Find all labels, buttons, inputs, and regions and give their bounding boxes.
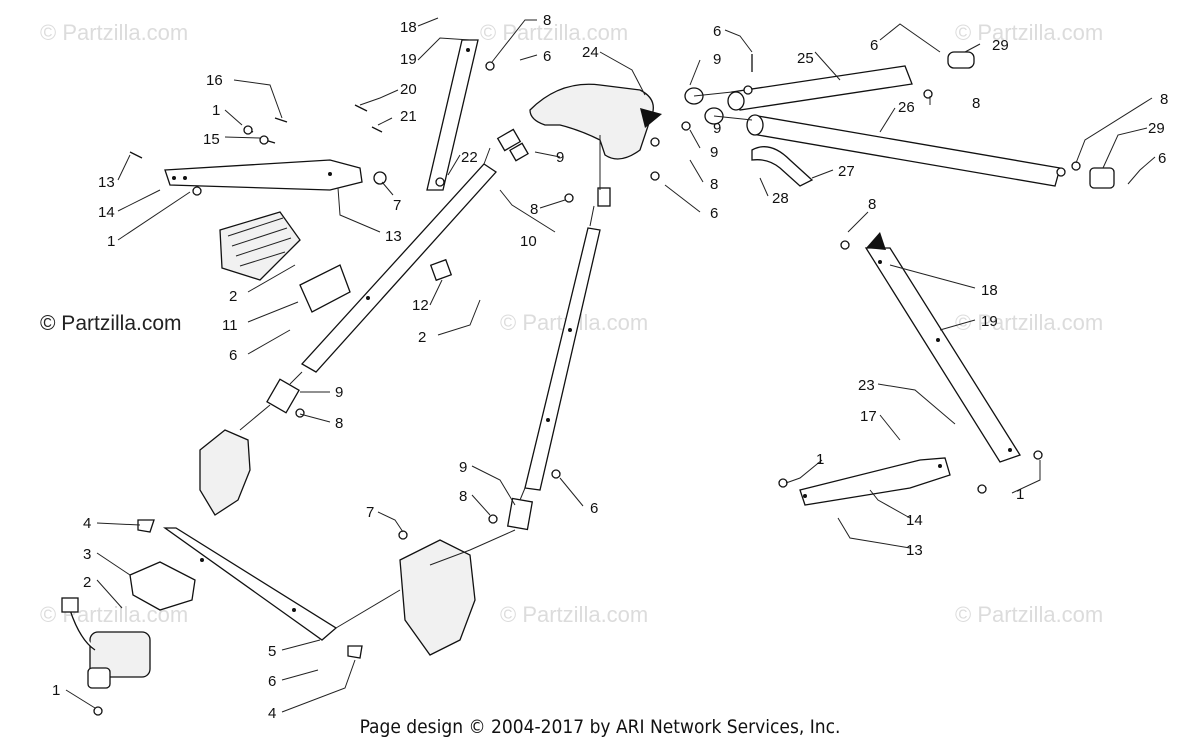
callout: 7 xyxy=(393,197,401,214)
upper-left-brace xyxy=(164,159,363,191)
watermark: © Partzilla.com xyxy=(955,602,1103,627)
callout: 28 xyxy=(772,190,789,207)
callout: 8 xyxy=(543,12,551,29)
steering-shaft-lower xyxy=(524,227,601,491)
callout: 9 xyxy=(459,459,467,476)
clamp xyxy=(751,146,814,187)
callout: 1 xyxy=(816,451,824,468)
callout: 9 xyxy=(713,51,721,68)
callout: 6 xyxy=(543,48,551,65)
callout: 8 xyxy=(530,201,538,218)
callout: 8 xyxy=(335,415,343,432)
callout: 26 xyxy=(898,99,915,116)
tube-upper-right xyxy=(731,65,913,111)
callout: 9 xyxy=(710,144,718,161)
callout: 2 xyxy=(229,288,237,305)
support-bracket xyxy=(129,561,196,611)
callout: 27 xyxy=(838,163,855,180)
callout: 18 xyxy=(981,282,998,299)
callout: 6 xyxy=(713,23,721,40)
callout: 8 xyxy=(868,196,876,213)
watermark: © Partzilla.com xyxy=(480,20,628,45)
callout: 3 xyxy=(83,546,91,563)
left-frame-mount xyxy=(199,429,251,516)
watermark: © Partzilla.com xyxy=(40,20,188,45)
callout: 6 xyxy=(710,205,718,222)
steering-motor xyxy=(61,597,151,716)
callout: 24 xyxy=(582,44,599,61)
callout: 8 xyxy=(1160,91,1168,108)
callout: 11 xyxy=(222,317,238,334)
callout: 9 xyxy=(556,149,564,166)
callout: 19 xyxy=(981,313,998,330)
callout: 14 xyxy=(98,204,115,221)
callout: 2 xyxy=(83,574,91,591)
callout: 15 xyxy=(203,131,220,148)
callout: 1 xyxy=(107,233,115,250)
assembly-lines xyxy=(239,91,753,629)
lower-right-brace xyxy=(799,457,951,506)
callout: 4 xyxy=(268,705,276,722)
callout: 4 xyxy=(83,515,91,532)
vertical-strut-right xyxy=(864,247,1021,463)
watermark: © Partzilla.com xyxy=(955,20,1103,45)
vertical-strut-left xyxy=(426,39,479,191)
callout: 6 xyxy=(229,347,237,364)
callout: 8 xyxy=(459,488,467,505)
callout: 6 xyxy=(268,673,276,690)
leader-lines xyxy=(65,17,1156,713)
callout: 17 xyxy=(860,408,877,425)
callout: 6 xyxy=(1158,150,1166,167)
callout: 1 xyxy=(212,102,220,119)
callout: 8 xyxy=(710,176,718,193)
callout: 13 xyxy=(98,174,115,191)
callout: 6 xyxy=(590,500,598,517)
callout: 12 xyxy=(412,297,429,314)
watermark-dark: © Partzilla.com xyxy=(40,312,182,335)
callout: 6 xyxy=(870,37,878,54)
callout: 20 xyxy=(400,81,417,98)
page-footer: Page design © 2004-2017 by ARI Network S… xyxy=(359,716,841,738)
callout: 29 xyxy=(1148,120,1165,137)
callouts: 18 8 6 24 6 9 25 6 29 19 20 21 22 16 1 1… xyxy=(52,12,1168,722)
callout: 14 xyxy=(906,512,923,529)
head-tube-casting xyxy=(529,83,654,160)
callout: 2 xyxy=(418,329,426,346)
callout: 13 xyxy=(906,542,923,559)
callout: 19 xyxy=(400,51,417,68)
watermark: © Partzilla.com xyxy=(500,602,648,627)
callout: 18 xyxy=(400,19,417,36)
callout: 22 xyxy=(461,149,478,166)
parts xyxy=(61,39,1115,716)
callout: 13 xyxy=(385,228,402,245)
callout: 1 xyxy=(52,682,60,699)
steering-shaft-upper xyxy=(300,163,497,373)
control-module xyxy=(219,211,301,281)
callout: 1 xyxy=(1016,486,1024,503)
right-frame-mount xyxy=(399,539,476,656)
callout: 7 xyxy=(366,504,374,521)
watermark: © Partzilla.com xyxy=(955,310,1103,335)
callout: 8 xyxy=(972,95,980,112)
callout: 21 xyxy=(400,108,417,125)
callout: 25 xyxy=(797,50,814,67)
callout: 29 xyxy=(992,37,1009,54)
callout: 10 xyxy=(520,233,537,250)
callout: 5 xyxy=(268,643,276,660)
callout: 16 xyxy=(206,72,223,89)
callout: 9 xyxy=(713,120,721,137)
callout: 9 xyxy=(335,384,343,401)
module-bracket xyxy=(299,264,351,313)
callout: 23 xyxy=(858,377,875,394)
watermarks: © Partzilla.com © Partzilla.com © Partzi… xyxy=(40,20,1103,627)
